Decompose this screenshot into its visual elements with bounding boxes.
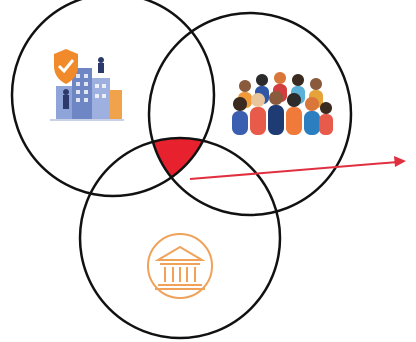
circle-top-right xyxy=(147,11,353,217)
circle-top-left xyxy=(10,0,216,198)
shield-buildings-icon xyxy=(50,49,124,121)
bank-building-icon xyxy=(147,233,213,299)
pointer-arrow xyxy=(189,156,406,180)
circle-bottom xyxy=(78,136,282,340)
crowd-people-icon xyxy=(232,72,333,135)
